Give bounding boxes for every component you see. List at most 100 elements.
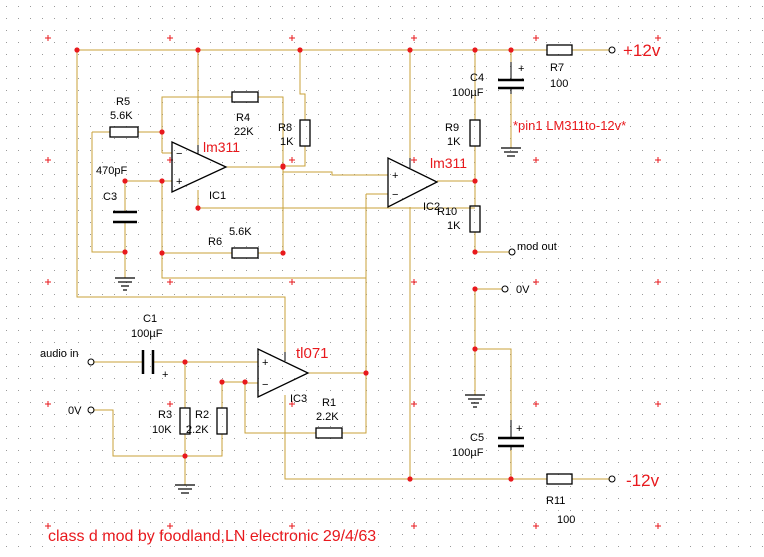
resistor-r8[interactable] — [299, 119, 311, 147]
wire-ic3-neg — [284, 395, 547, 480]
plus12-label: +12v — [623, 41, 661, 60]
r10-value: 1K — [447, 220, 461, 232]
wire-top-to-r8 — [299, 50, 306, 120]
resistor-r3[interactable] — [179, 407, 191, 435]
capacitor-c4[interactable] — [498, 78, 524, 90]
c4-ref: C4 — [470, 72, 484, 84]
footer-credit: class d mod by foodland,LN electronic 29… — [48, 528, 376, 545]
junction-dot — [159, 250, 165, 256]
r9-value: 1K — [447, 136, 461, 148]
ic2-part-label: lm311 — [430, 155, 467, 171]
c5-value: 100µF — [452, 447, 484, 459]
wire-r1-right — [342, 373, 367, 434]
junction-dot — [182, 359, 188, 365]
wire-r6-down — [161, 253, 366, 279]
junction-dot — [182, 453, 188, 459]
ic1-minus-symbol: − — [176, 148, 182, 160]
ic2-minus-symbol: − — [392, 189, 398, 201]
c3-value: 470pF — [96, 165, 127, 177]
junction-dot — [159, 178, 165, 184]
r11-value: 100 — [557, 514, 575, 526]
r3-ref: R3 — [158, 409, 172, 421]
opamp-ic3[interactable] — [257, 347, 310, 399]
r7-value: 100 — [550, 78, 568, 90]
minus12-label: -12v — [626, 471, 660, 490]
opamp-ic2[interactable] — [387, 156, 439, 209]
terminal-zero-left[interactable] — [87, 406, 95, 414]
zero-left-label: 0V — [68, 405, 82, 417]
r8-value: 1K — [280, 136, 294, 148]
ic1-plus-symbol: + — [176, 176, 182, 188]
ground-symbol-input — [175, 484, 195, 494]
mod-out-label: mod out — [517, 241, 557, 253]
terminal-mod-out[interactable] — [508, 248, 516, 256]
resistor-r2[interactable] — [216, 407, 228, 435]
junction-dot — [280, 250, 286, 256]
zero-right-label: 0V — [516, 284, 530, 296]
capacitor-c3[interactable] — [113, 210, 137, 224]
r11-ref: R11 — [546, 495, 565, 507]
wire-r10-out — [474, 232, 510, 253]
resistor-r1[interactable] — [315, 427, 343, 439]
junction-dot — [472, 346, 478, 352]
r6-value: 5.6K — [229, 226, 252, 238]
junction-dot — [407, 476, 413, 482]
c4-value: 100µF — [452, 87, 484, 99]
resistor-r4[interactable] — [231, 91, 259, 103]
junction-dot — [219, 379, 225, 385]
wire-r8-down — [283, 146, 306, 167]
c3-ref: C3 — [103, 191, 117, 203]
wire-r1-loop — [244, 382, 316, 434]
resistor-r5[interactable] — [109, 126, 139, 138]
c4-polarity: + — [518, 63, 524, 75]
junction-dot — [159, 129, 165, 135]
junctions — [74, 47, 514, 482]
ic2-plus-symbol: + — [392, 170, 398, 182]
r5-value: 5.6K — [110, 110, 133, 122]
wire-left-c3-node — [91, 132, 125, 253]
audio-in-label: audio in — [40, 348, 79, 360]
r6-ref: R6 — [208, 236, 222, 248]
pin1-note: *pin1 LM311to-12v* — [513, 118, 626, 133]
labels: − + + − + − + + + lm311 IC1 lm311 IC2 tl… — [40, 41, 661, 545]
wire-c5-node — [475, 348, 512, 420]
capacitor-c5[interactable] — [498, 436, 524, 448]
terminal-minus12[interactable] — [608, 475, 616, 483]
r7-ref: R7 — [550, 62, 564, 74]
terminal-plus12[interactable] — [608, 46, 616, 54]
r2-value: 2.2K — [186, 424, 209, 436]
junction-dot — [280, 164, 286, 170]
junction-dot — [122, 249, 128, 255]
r3-value: 10K — [152, 424, 172, 436]
wire-left-bus — [76, 50, 286, 352]
opamp-ic1[interactable] — [171, 140, 228, 194]
capacitor-c1[interactable] — [141, 350, 155, 374]
terminal-audio-in[interactable] — [87, 358, 95, 366]
ic3-plus-symbol: + — [262, 357, 268, 369]
junction-dot — [242, 379, 248, 385]
junction-dot — [407, 47, 413, 53]
wire-r4-right — [258, 96, 284, 253]
ground-symbol-right — [465, 394, 485, 408]
r2-ref: R2 — [195, 409, 209, 421]
resistor-r11[interactable] — [546, 473, 573, 485]
resistor-r10[interactable] — [469, 205, 481, 233]
junction-dot — [195, 205, 201, 211]
r5-ref: R5 — [116, 96, 130, 108]
r4-ref: R4 — [236, 112, 250, 124]
resistor-r6[interactable] — [231, 247, 259, 259]
components — [87, 44, 616, 494]
resistor-r9[interactable] — [469, 119, 481, 147]
c5-polarity: + — [516, 423, 522, 435]
junction-dot — [472, 178, 478, 184]
wire-r2-loop — [221, 381, 245, 408]
wire-r2-bottom — [93, 409, 223, 457]
junction-dot — [363, 370, 369, 376]
c1-polarity: + — [162, 369, 168, 381]
resistor-r7[interactable] — [546, 44, 573, 56]
ground-symbol-c3 — [115, 277, 135, 291]
terminal-zero-right[interactable] — [501, 285, 509, 293]
junction-dot — [472, 249, 478, 255]
c1-value: 100µF — [131, 328, 163, 340]
